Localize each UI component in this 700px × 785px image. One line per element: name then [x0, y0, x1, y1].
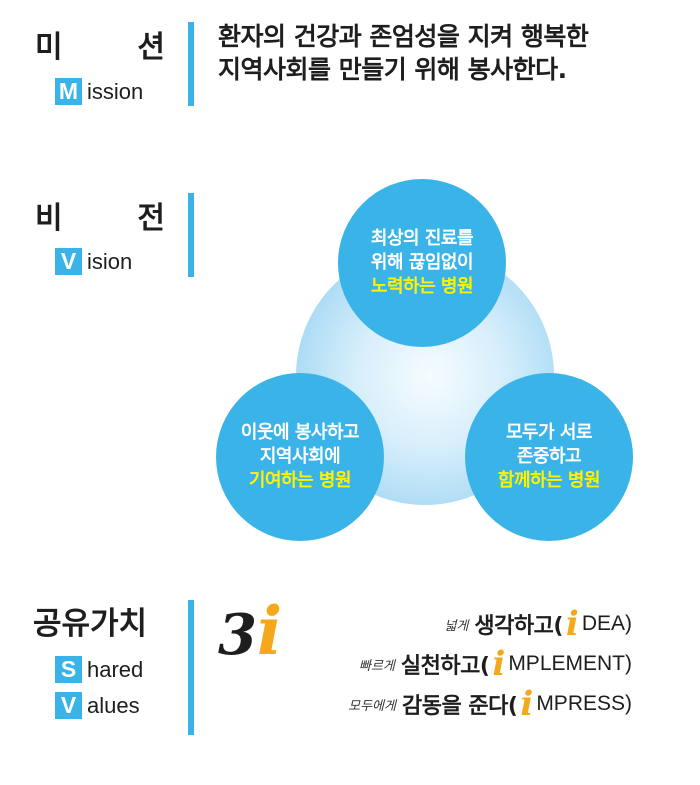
- mission-title-char-1: 미: [35, 30, 63, 65]
- vision-circle-top-line-1: 최상의 진료를: [370, 228, 474, 249]
- vision-circle-left-highlight: 기여하는 병원: [248, 470, 352, 491]
- logo-3i-number: 3: [218, 602, 257, 668]
- vision-title-char-2: 전: [137, 201, 165, 236]
- value-handwritten-2: 빠르게: [358, 658, 395, 674]
- vision-circle-left-line-2: 지역사회에: [259, 446, 341, 467]
- vision-en-rest: ision: [87, 248, 133, 274]
- vision-circle-right-highlight: 함께하는 병원: [497, 470, 601, 491]
- value-main-3: 감동을 준다(: [401, 694, 518, 719]
- mission-title: 미 션: [35, 22, 165, 66]
- vision-circle-right: 모두가 서로 존중하고 함께하는 병원: [465, 373, 633, 541]
- value-handwritten-3: 모두에게: [348, 698, 396, 714]
- value-en-1: DEA): [581, 612, 632, 635]
- vision-circle-right-line-1: 모두가 서로: [505, 422, 593, 443]
- vision-circle-right-line-2: 존중하고: [516, 446, 582, 467]
- values-list: 넓게 생각하고( i DEA) 빠르게 실천하고( i MPLEMENT) 모두…: [252, 604, 632, 724]
- logo-3i-letter: i: [256, 592, 283, 670]
- shared-values-divider-bar: [188, 600, 194, 735]
- vision-circle-left: 이웃에 봉사하고 지역사회에 기여하는 병원: [216, 373, 384, 541]
- vision-circle-top-line-2: 위해 끊임없이: [370, 252, 474, 273]
- vision-circle-top: 최상의 진료를 위해 끊임없이 노력하는 병원: [338, 179, 506, 347]
- mission-statement-line-2: 지역사회를 만들기 위해 봉사한다.: [218, 55, 567, 84]
- value-row-impress: 모두에게 감동을 준다( i MPRESS): [252, 684, 632, 724]
- mission-divider-bar: [188, 22, 194, 106]
- value-en-2: MPLEMENT): [508, 652, 632, 675]
- logo-3i: 3i: [218, 592, 282, 672]
- vision-initial-badge: V: [55, 248, 82, 275]
- vision-divider-bar: [188, 193, 194, 277]
- mission-en-rest: ission: [87, 78, 144, 104]
- value-handwritten-1: 넓게: [444, 618, 469, 634]
- value-row-idea: 넓게 생각하고( i DEA): [252, 604, 632, 644]
- shared-en-rest: hared: [87, 656, 144, 682]
- values-en-label: V alues: [55, 692, 140, 719]
- mission-statement: 환자의 건강과 존엄성을 지켜 행복한 지역사회를 만들기 위해 봉사한다.: [218, 20, 589, 86]
- vision-en-label: V ision: [55, 248, 132, 275]
- mission-statement-line-1: 환자의 건강과 존엄성을 지켜 행복한: [218, 22, 589, 51]
- values-initial-badge: V: [55, 692, 82, 719]
- shared-en-label: S hared: [55, 656, 143, 683]
- mission-en-label: M ission: [55, 78, 143, 105]
- shared-values-title: 공유가치: [33, 606, 148, 642]
- mission-title-char-2: 션: [137, 30, 165, 65]
- value-en-3: MPRESS): [536, 692, 632, 715]
- shared-initial-badge: S: [55, 656, 82, 683]
- vision-circle-top-highlight: 노력하는 병원: [370, 276, 474, 297]
- value-main-2: 실천하고(: [400, 654, 490, 679]
- i-icon: i: [565, 604, 579, 644]
- value-main-1: 생각하고(: [474, 614, 563, 639]
- mission-initial-badge: M: [55, 78, 82, 105]
- values-en-rest: alues: [87, 692, 140, 718]
- i-icon: i: [520, 684, 534, 724]
- vision-circle-left-line-1: 이웃에 봉사하고: [240, 422, 360, 443]
- vision-title-char-1: 비: [35, 201, 63, 236]
- vision-title: 비 전: [35, 193, 165, 237]
- value-row-implement: 빠르게 실천하고( i MPLEMENT): [252, 644, 632, 684]
- i-icon: i: [492, 644, 506, 684]
